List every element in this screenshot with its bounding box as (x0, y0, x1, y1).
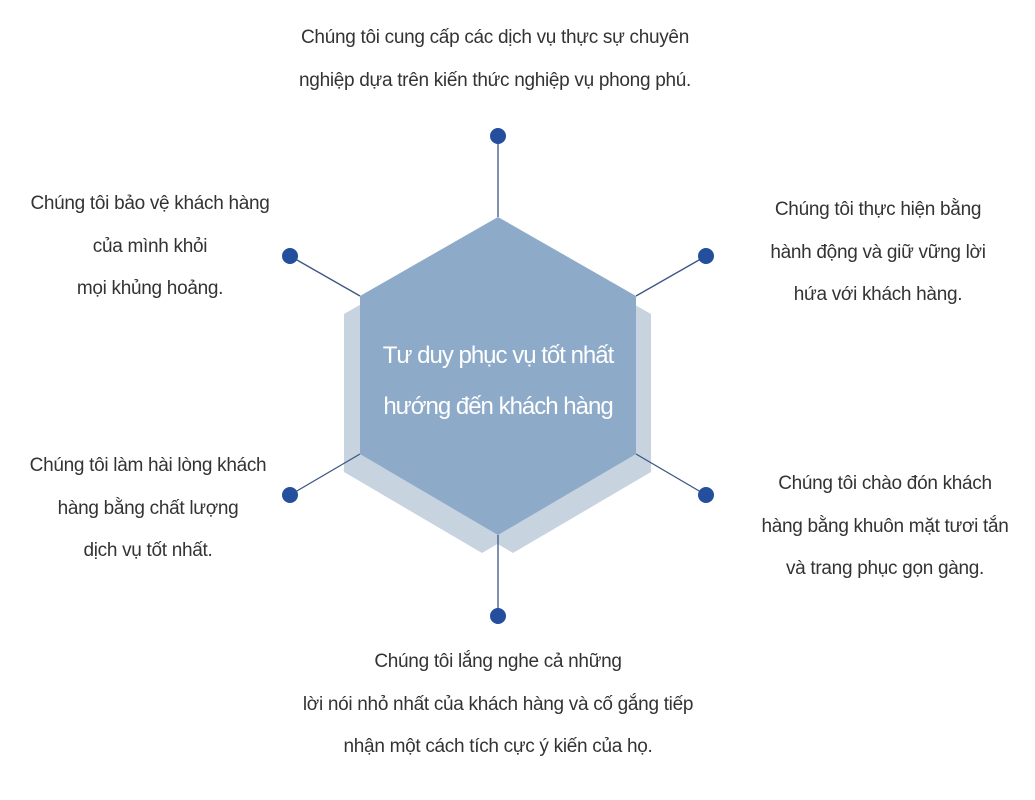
item-line: nghiệp dựa trên kiến thức nghiệp vụ phon… (299, 69, 691, 91)
item-line: của mình khỏi (92, 235, 208, 257)
item-line: hàng bằng chất lượng (57, 497, 239, 519)
dot-top (490, 128, 506, 144)
item-line: Chúng tôi bảo vệ khách hàng (30, 193, 270, 214)
center-title-line: hướng đến khách hàng (383, 393, 613, 420)
dot-upper-left (282, 248, 298, 264)
connector-upper-left (289, 255, 361, 297)
center-title-line: Tư duy phục vụ tốt nhất (382, 342, 615, 369)
item-upper-right: Chúng tôi thực hiện bằng hành động và gi… (770, 189, 986, 317)
center-hexagon (360, 217, 636, 535)
dot-upper-right (698, 248, 714, 264)
item-line: Chúng tôi lắng nghe cả những (374, 651, 622, 672)
item-top: Chúng tôi cung cấp các dịch vụ thực sự c… (299, 17, 691, 102)
item-upper-left: Chúng tôi bảo vệ khách hàng của mình khỏ… (30, 183, 269, 311)
item-line: Chúng tôi cung cấp các dịch vụ thực sự c… (301, 27, 689, 48)
dot-bottom (490, 608, 506, 624)
item-lower-right: Chúng tôi chào đón khách hàng bằng khuôn… (761, 463, 1008, 591)
item-line: dịch vụ tốt nhất. (83, 540, 213, 561)
dot-lower-right (698, 487, 714, 503)
item-line: lời nói nhỏ nhất của khách hàng và cố gắ… (302, 693, 694, 715)
item-line: mọi khủng hoảng. (76, 278, 224, 299)
item-lower-left: Chúng tôi làm hài lòng khách hàng bằng c… (30, 445, 267, 573)
item-bottom: Chúng tôi lắng nghe cả những lời nói nhỏ… (302, 641, 694, 769)
item-line: Chúng tôi thực hiện bằng (774, 199, 982, 220)
connector-lower-left (289, 453, 361, 496)
connector-upper-right (635, 255, 707, 297)
item-line: hứa với khách hàng. (793, 284, 963, 305)
item-line: Chúng tôi làm hài lòng khách (29, 455, 267, 476)
item-line: Chúng tôi chào đón khách (778, 473, 992, 494)
item-line: hàng bằng khuôn mặt tươi tắn (761, 515, 1009, 537)
item-line: hành động và giữ vững lời (770, 241, 986, 263)
connector-lower-right (635, 453, 707, 496)
dot-lower-left (282, 487, 298, 503)
center-title: Tư duy phục vụ tốt nhất hướng đến khách … (382, 330, 615, 432)
item-line: nhận một cách tích cực ý kiến của họ. (343, 736, 653, 757)
item-line: và trang phục gọn gàng. (785, 558, 985, 579)
